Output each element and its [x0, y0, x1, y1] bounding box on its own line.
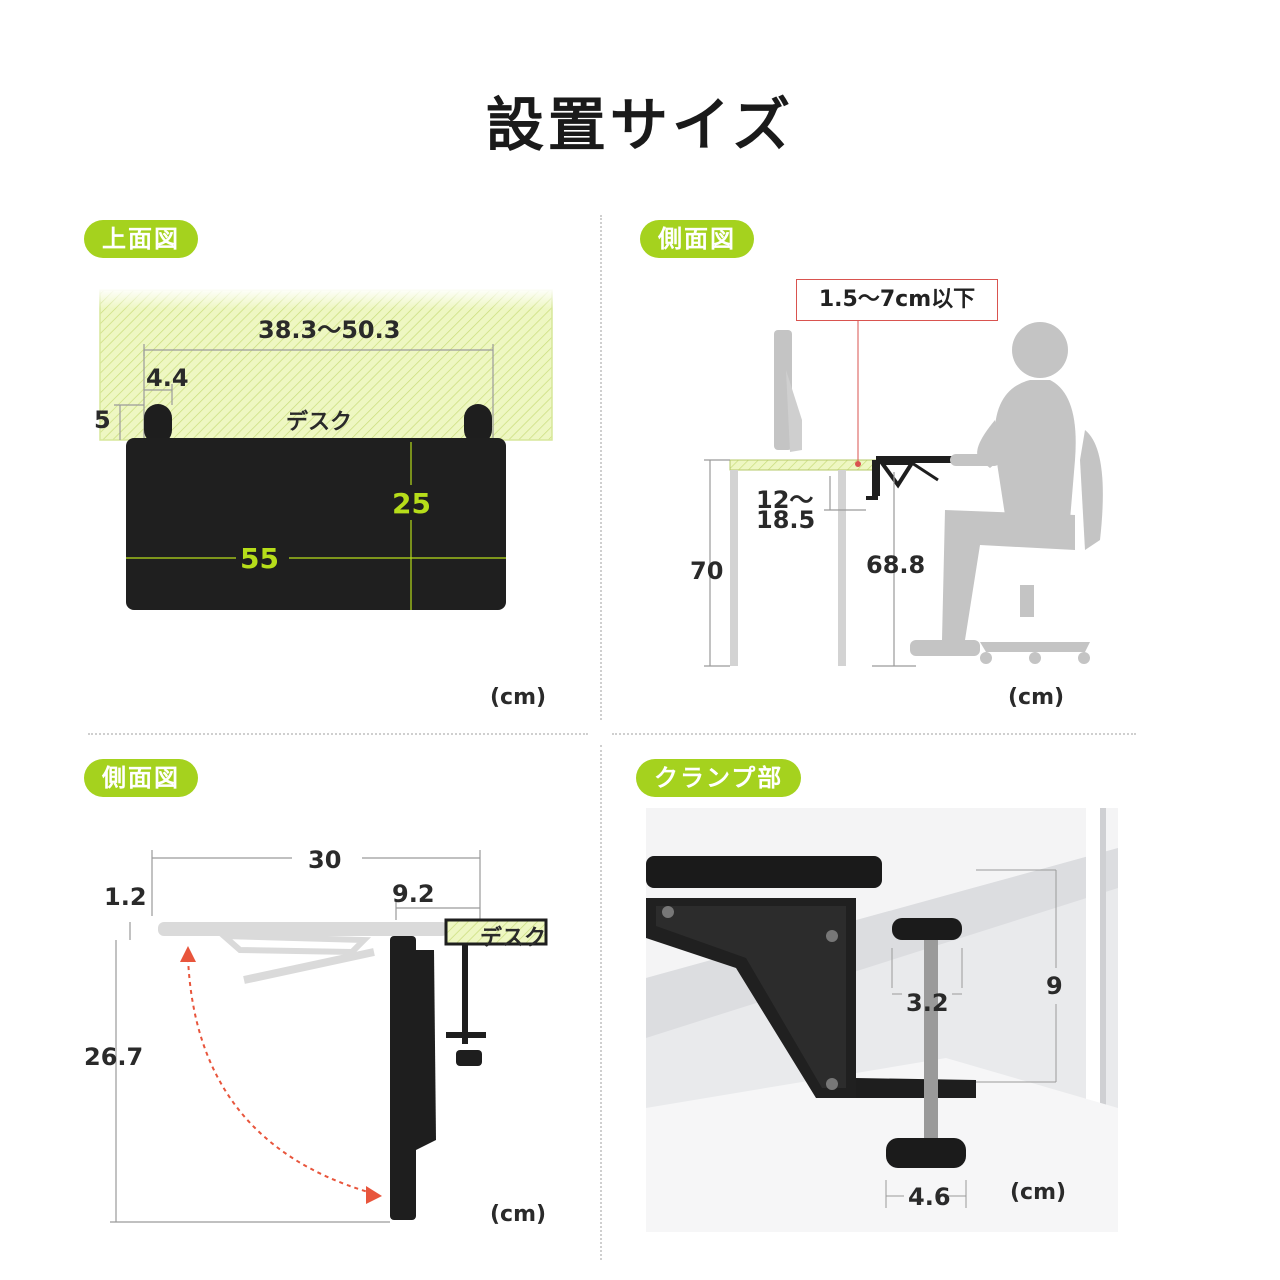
dim-clamp-range-a: 12〜	[756, 486, 814, 514]
dim-width-range: 38.3〜50.3	[258, 316, 401, 344]
dim-board-height-side: 68.8	[866, 551, 926, 579]
side-view-folded-diagram	[110, 850, 548, 1223]
left-clamp	[144, 404, 172, 444]
section-label-clamp: クランプ部	[636, 759, 802, 797]
page-title: 設置サイズ	[485, 91, 795, 159]
tray-edge	[646, 856, 882, 888]
vertical-divider-top	[600, 215, 602, 720]
vertical-divider-bottom	[600, 745, 602, 1260]
dim-clamp-depth: 5	[94, 406, 111, 434]
keyboard-tray	[876, 456, 980, 463]
section-label-side-view: 側面図	[640, 220, 754, 258]
dim-thickness: 1.2	[104, 883, 147, 911]
unit-top-view: (cm)	[490, 685, 547, 710]
desk-thickness-callout: 1.5〜7cm以下	[796, 279, 998, 321]
person-silhouette	[910, 322, 1103, 664]
dim-clamp-depth-side: 9.2	[392, 880, 435, 908]
folded-board	[390, 936, 416, 1220]
desk-label-side: デスク	[480, 926, 547, 951]
dim-clamp-width: 4.4	[146, 364, 189, 392]
ghost-tray	[158, 922, 448, 936]
clamp-photo	[646, 808, 1118, 1232]
unit-side-view-folded: (cm)	[490, 1202, 547, 1227]
side-view-diagram	[704, 320, 1103, 667]
desk-block	[444, 918, 548, 946]
right-clamp	[464, 404, 492, 444]
dim-clamp-height: 9	[1046, 972, 1063, 1000]
dim-screw-width: 3.2	[906, 989, 949, 1017]
dim-knob-width: 4.6	[908, 1183, 951, 1211]
desk-label-top: デスク	[286, 410, 353, 435]
keyboard-board	[126, 438, 506, 610]
horizontal-divider-right	[612, 733, 1136, 735]
clamp-screw	[924, 938, 938, 1138]
unit-clamp: (cm)	[1010, 1180, 1067, 1205]
dim-clamp-range-b: 18.5	[756, 506, 816, 534]
section-label-top-view: 上面図	[84, 220, 198, 258]
clamp-knob	[886, 1138, 966, 1168]
monitor-silhouette	[774, 330, 792, 450]
top-view-diagram	[99, 288, 554, 610]
section-label-side-view-folded: 側面図	[84, 759, 198, 797]
dim-desk-height: 70	[690, 557, 724, 585]
dim-board-width: 55	[240, 542, 279, 575]
horizontal-divider-left	[88, 733, 588, 735]
dim-length: 30	[308, 846, 342, 874]
dim-board-height: 25	[392, 487, 431, 520]
dim-folded-height: 26.7	[84, 1043, 144, 1071]
unit-side-view: (cm)	[1008, 685, 1065, 710]
